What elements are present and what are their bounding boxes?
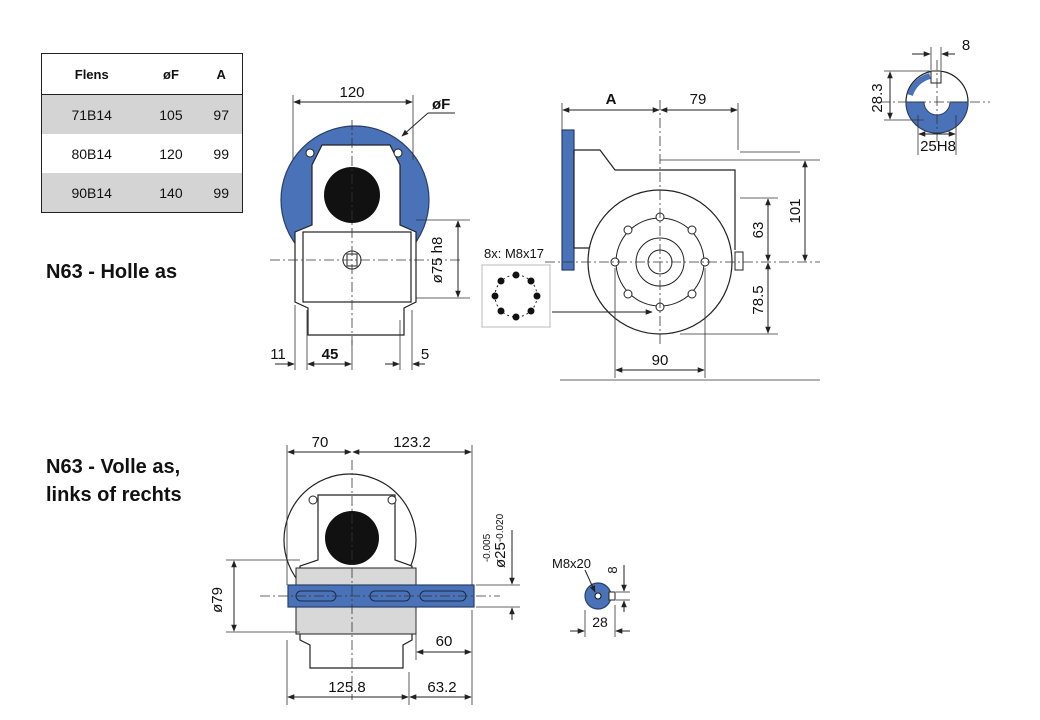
title-hollow-shaft: N63 - Holle as (46, 261, 178, 283)
table-header-row: Flens øF A (41, 53, 243, 95)
table-row: 80B14 120 99 (42, 134, 243, 173)
flange-hole (305, 148, 315, 158)
bolt-pattern-label: 8x: M8x17 (484, 246, 544, 261)
side-flange (561, 129, 575, 271)
table-cell: 120 (159, 145, 183, 162)
table-cell: 105 (141, 94, 201, 134)
table-cell: 80B14 (71, 145, 112, 162)
dim-78-5: 78.5 (750, 285, 767, 314)
dim-right-offset: 5 (421, 346, 429, 363)
keyway-width: 8 (962, 37, 970, 54)
dim-width: 120 (339, 84, 364, 101)
table-row: 71B14 105 97 (41, 94, 243, 134)
dim-shaft-dia: ø25 (492, 542, 509, 568)
table-cell: 97 (200, 94, 243, 134)
dim-flange-dia: øF (432, 96, 450, 113)
header-flens: Flens (41, 53, 142, 95)
dim-left-offset: 11 (270, 346, 286, 363)
flange-table: Flens øF A 71B14 105 97 80B14 120 99 90B… (41, 53, 243, 213)
dim-shaft-len: 60 (436, 633, 453, 650)
dim-solid-left: 70 (312, 434, 329, 451)
dim-63: 63 (750, 222, 767, 239)
table-cell: 71B14 (41, 94, 142, 134)
dim-center: 45 (322, 346, 339, 363)
table-cell: 99 (200, 173, 243, 213)
keyway-bore: 25H8 (920, 138, 956, 155)
table-row: 90B14 140 99 (41, 173, 243, 213)
dim-solid-bottom-right: 63.2 (427, 679, 456, 696)
side-plug (734, 251, 744, 271)
dim-tol-upper: -0.005 (482, 533, 493, 562)
table-cell: 90B14 (41, 173, 142, 213)
dim-solid-right: 123.2 (393, 434, 431, 451)
title-solid-shaft-line1: N63 - Volle as, (46, 456, 181, 478)
table-cell: 140 (141, 173, 201, 213)
shaft-thread: M8x20 (552, 556, 591, 571)
header-A: A (200, 53, 243, 95)
hollow-front-view: 120 øF ø75 h8 11 45 5 (270, 84, 470, 370)
title-solid-shaft-line2: links of rechts (46, 484, 182, 506)
dim-90: 90 (652, 352, 669, 369)
header-oF: øF (141, 53, 201, 95)
shaft-end-detail: M8x20 8 28 (552, 556, 630, 637)
dim-101: 101 (787, 198, 804, 223)
dim-solid-flange-dia: ø79 (209, 587, 226, 613)
dim-solid-bottom-left: 125.8 (328, 679, 366, 696)
dim-flange-A: A (606, 91, 617, 108)
keyway-detail: 8 28.3 25H8 (869, 37, 990, 155)
dim-tol-lower: -0.020 (495, 513, 506, 542)
keyway-height: 28.3 (869, 83, 886, 112)
dim-bore: ø75 h8 (429, 237, 446, 284)
table-cell: 99 (213, 145, 229, 162)
solid-front-view: 70 123.2 ø25 -0.005 -0.020 ø79 60 125.8 … (209, 434, 520, 705)
dim-79: 79 (690, 91, 707, 108)
shaft-dia: 28 (592, 614, 608, 630)
shaft-key: 8 (605, 566, 620, 573)
flange-hole (393, 148, 403, 158)
hollow-side-view: A 79 101 63 78.5 90 8x: M8x17 (481, 91, 820, 381)
